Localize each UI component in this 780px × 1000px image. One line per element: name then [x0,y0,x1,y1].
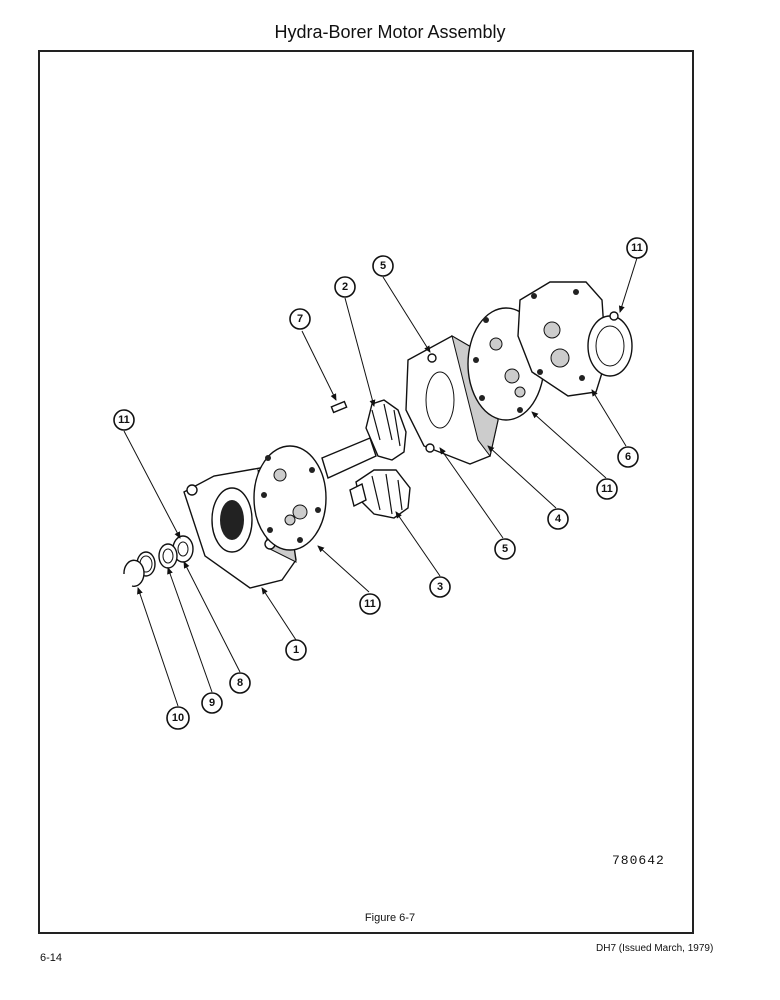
svg-text:11: 11 [601,483,613,495]
callout-2: 2 [334,276,356,298]
callout-5: 5 [494,538,516,560]
callout-1: 1 [285,639,307,661]
drawing-number: 780642 [612,853,665,868]
callout-4: 4 [547,508,569,530]
svg-text:4: 4 [555,513,562,525]
svg-text:3: 3 [437,581,443,593]
callout-8: 8 [229,672,251,694]
callout-3: 3 [429,576,451,598]
figure-caption: Figure 6-7 [364,912,416,924]
svg-text:11: 11 [118,414,130,426]
svg-text:2: 2 [342,281,348,293]
callout-7: 7 [289,308,311,330]
callout-6: 6 [617,446,639,468]
part-retaining-ring [123,559,145,587]
svg-text:11: 11 [364,598,376,610]
svg-text:1: 1 [293,644,299,656]
svg-text:8: 8 [237,677,243,689]
callout-11: 11 [596,478,618,500]
svg-text:5: 5 [502,543,508,555]
svg-text:6: 6 [625,451,631,463]
callout-10: 10 [166,706,190,730]
leader-lines [123,257,638,707]
callout-5: 5 [372,255,394,277]
part-plate-front [253,445,327,551]
part-gear-shaft [321,399,407,479]
svg-text:9: 9 [209,697,215,709]
callout-11: 11 [359,593,381,615]
svg-text:10: 10 [172,712,184,724]
part-driven-gear [349,469,411,519]
callout-11: 11 [113,409,135,431]
callout-11: 11 [626,237,648,259]
svg-text:11: 11 [631,242,643,254]
part-key [330,400,348,414]
figure-frame [38,50,694,934]
callout-9: 9 [201,692,223,714]
page-number: 6-14 [40,952,63,964]
svg-text:5: 5 [380,260,386,272]
page-title: Hydra-Borer Motor Assembly [274,22,506,42]
svg-text:7: 7 [297,313,303,325]
issue-note: DH7 (Issued March, 1979) [596,943,714,954]
part-rear-cover [517,281,633,397]
